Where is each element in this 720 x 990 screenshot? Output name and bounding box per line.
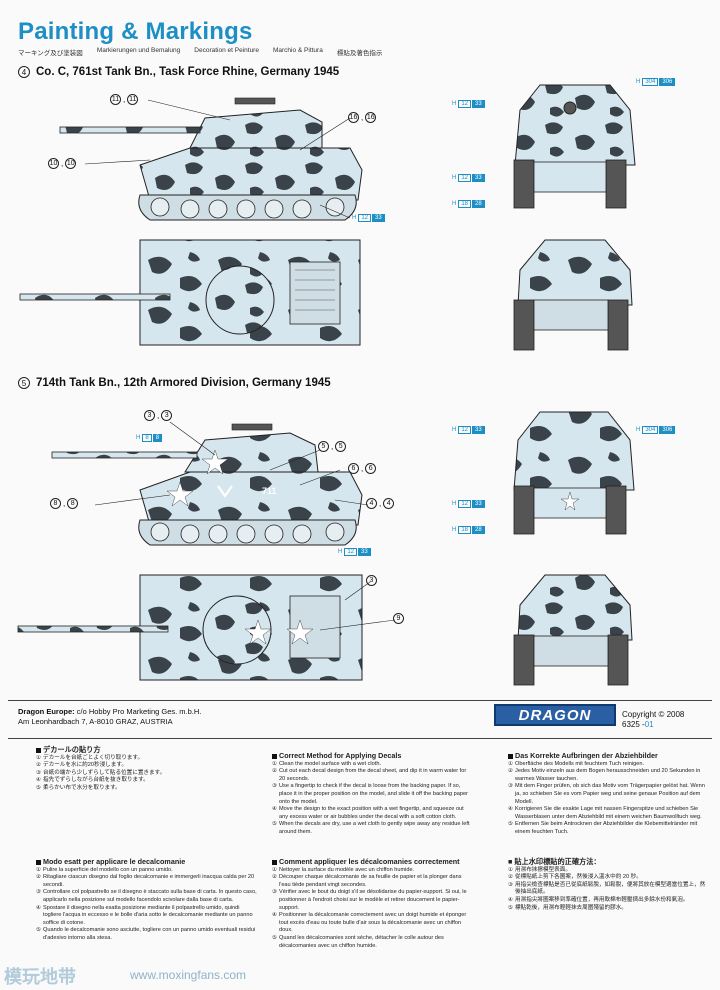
callout-4-11: 11, 11	[110, 94, 139, 105]
hbox-5-front-3: H 12 33	[452, 500, 486, 508]
subtitle-jp: マーキング及び塗装図	[18, 50, 83, 57]
hbox-5-front-1: H 12 33	[452, 426, 486, 434]
callout-5-8: 8, 8	[50, 498, 79, 509]
watermark: 模玩地带 www.moxingfans.com	[0, 960, 720, 990]
subtitle-it: Marchio & Pittura	[272, 47, 323, 54]
divider-top	[8, 700, 712, 701]
hbox-5-side-2: H 12 33	[338, 548, 372, 556]
tank-4-top	[19, 239, 361, 346]
scheme-4-heading: 4 Co. C, 761st Tank Bn., Task Force Rhin…	[18, 66, 339, 78]
hbox-5-front-2: H 304 306	[636, 426, 676, 434]
callout-5-top-9: 9	[393, 613, 404, 624]
watermark-cn: 模玩地带	[4, 967, 76, 987]
subtitle-row: マーキング及び塗装図 Markierungen und Bemalung Dec…	[18, 47, 382, 57]
scheme-5-number: 5	[18, 377, 30, 389]
tank-4-front	[513, 84, 636, 209]
tank-4-side	[59, 97, 363, 221]
scheme-4-caption: Co. C, 761st Tank Bn., Task Force Rhine,…	[36, 66, 340, 78]
callout-5-5: 5, 5	[318, 441, 347, 452]
callout-5-3: 3, 3	[144, 410, 173, 421]
hbox-4-front-2: H 12 33	[452, 174, 486, 182]
callout-5-4: 4, 4	[366, 498, 395, 509]
hbox-5-side-1: H 8 8	[136, 434, 163, 442]
hbox-4-side: H 12 33	[352, 214, 386, 222]
divider-bottom	[8, 738, 712, 739]
watermark-url: www.moxingfans.com	[130, 968, 247, 982]
hbox-4-front-4: H 304 306	[636, 78, 676, 86]
scheme-5-caption: 714th Tank Bn., 12th Armored Division, G…	[36, 377, 331, 389]
hbox-4-front-1: H 12 33	[452, 100, 486, 108]
instructions-fr: Comment appliquer les décalcomanies corr…	[272, 857, 467, 949]
scheme-5-heading: 5 714th Tank Bn., 12th Armored Division,…	[18, 377, 331, 389]
hbox-5-front-4: H 18 28	[452, 526, 486, 534]
subtitle-fr: Decoration et Peinture	[194, 47, 259, 54]
tank-5-top	[17, 574, 363, 681]
page-title: Painting & Markings	[18, 18, 253, 45]
callout-4-10: 10, 10	[48, 158, 77, 169]
hbox-4-front-3: H 18 28	[452, 200, 486, 208]
tank-5-side	[51, 423, 363, 546]
scheme-4-number: 4	[18, 66, 30, 78]
instructions-it: Modo esatt per applicare le decalcomanie…	[36, 857, 257, 941]
tank-5-hull-number: 711	[262, 486, 277, 496]
callout-4-16: 16, 16	[348, 112, 377, 123]
callout-5-6: 6, 6	[348, 463, 377, 474]
instructions-de: Das Korrekte Aufbringen der Abziehbilder…	[508, 751, 705, 835]
tank-4-rear	[513, 239, 633, 351]
tank-5-rear	[513, 574, 633, 686]
subtitle-de: Markierungen und Bemalung	[96, 47, 181, 54]
tank-5-front	[513, 411, 635, 535]
company-address: Dragon Europe: c/o Hobby Pro Marketing G…	[18, 707, 202, 726]
copyright: Copyright © 2008 6325 -01	[622, 710, 685, 729]
subtitle-cn: 標貼及著色指示	[336, 50, 383, 57]
dragon-logo: DRAGON	[494, 704, 616, 726]
callout-5-top-3: 3	[366, 575, 377, 586]
